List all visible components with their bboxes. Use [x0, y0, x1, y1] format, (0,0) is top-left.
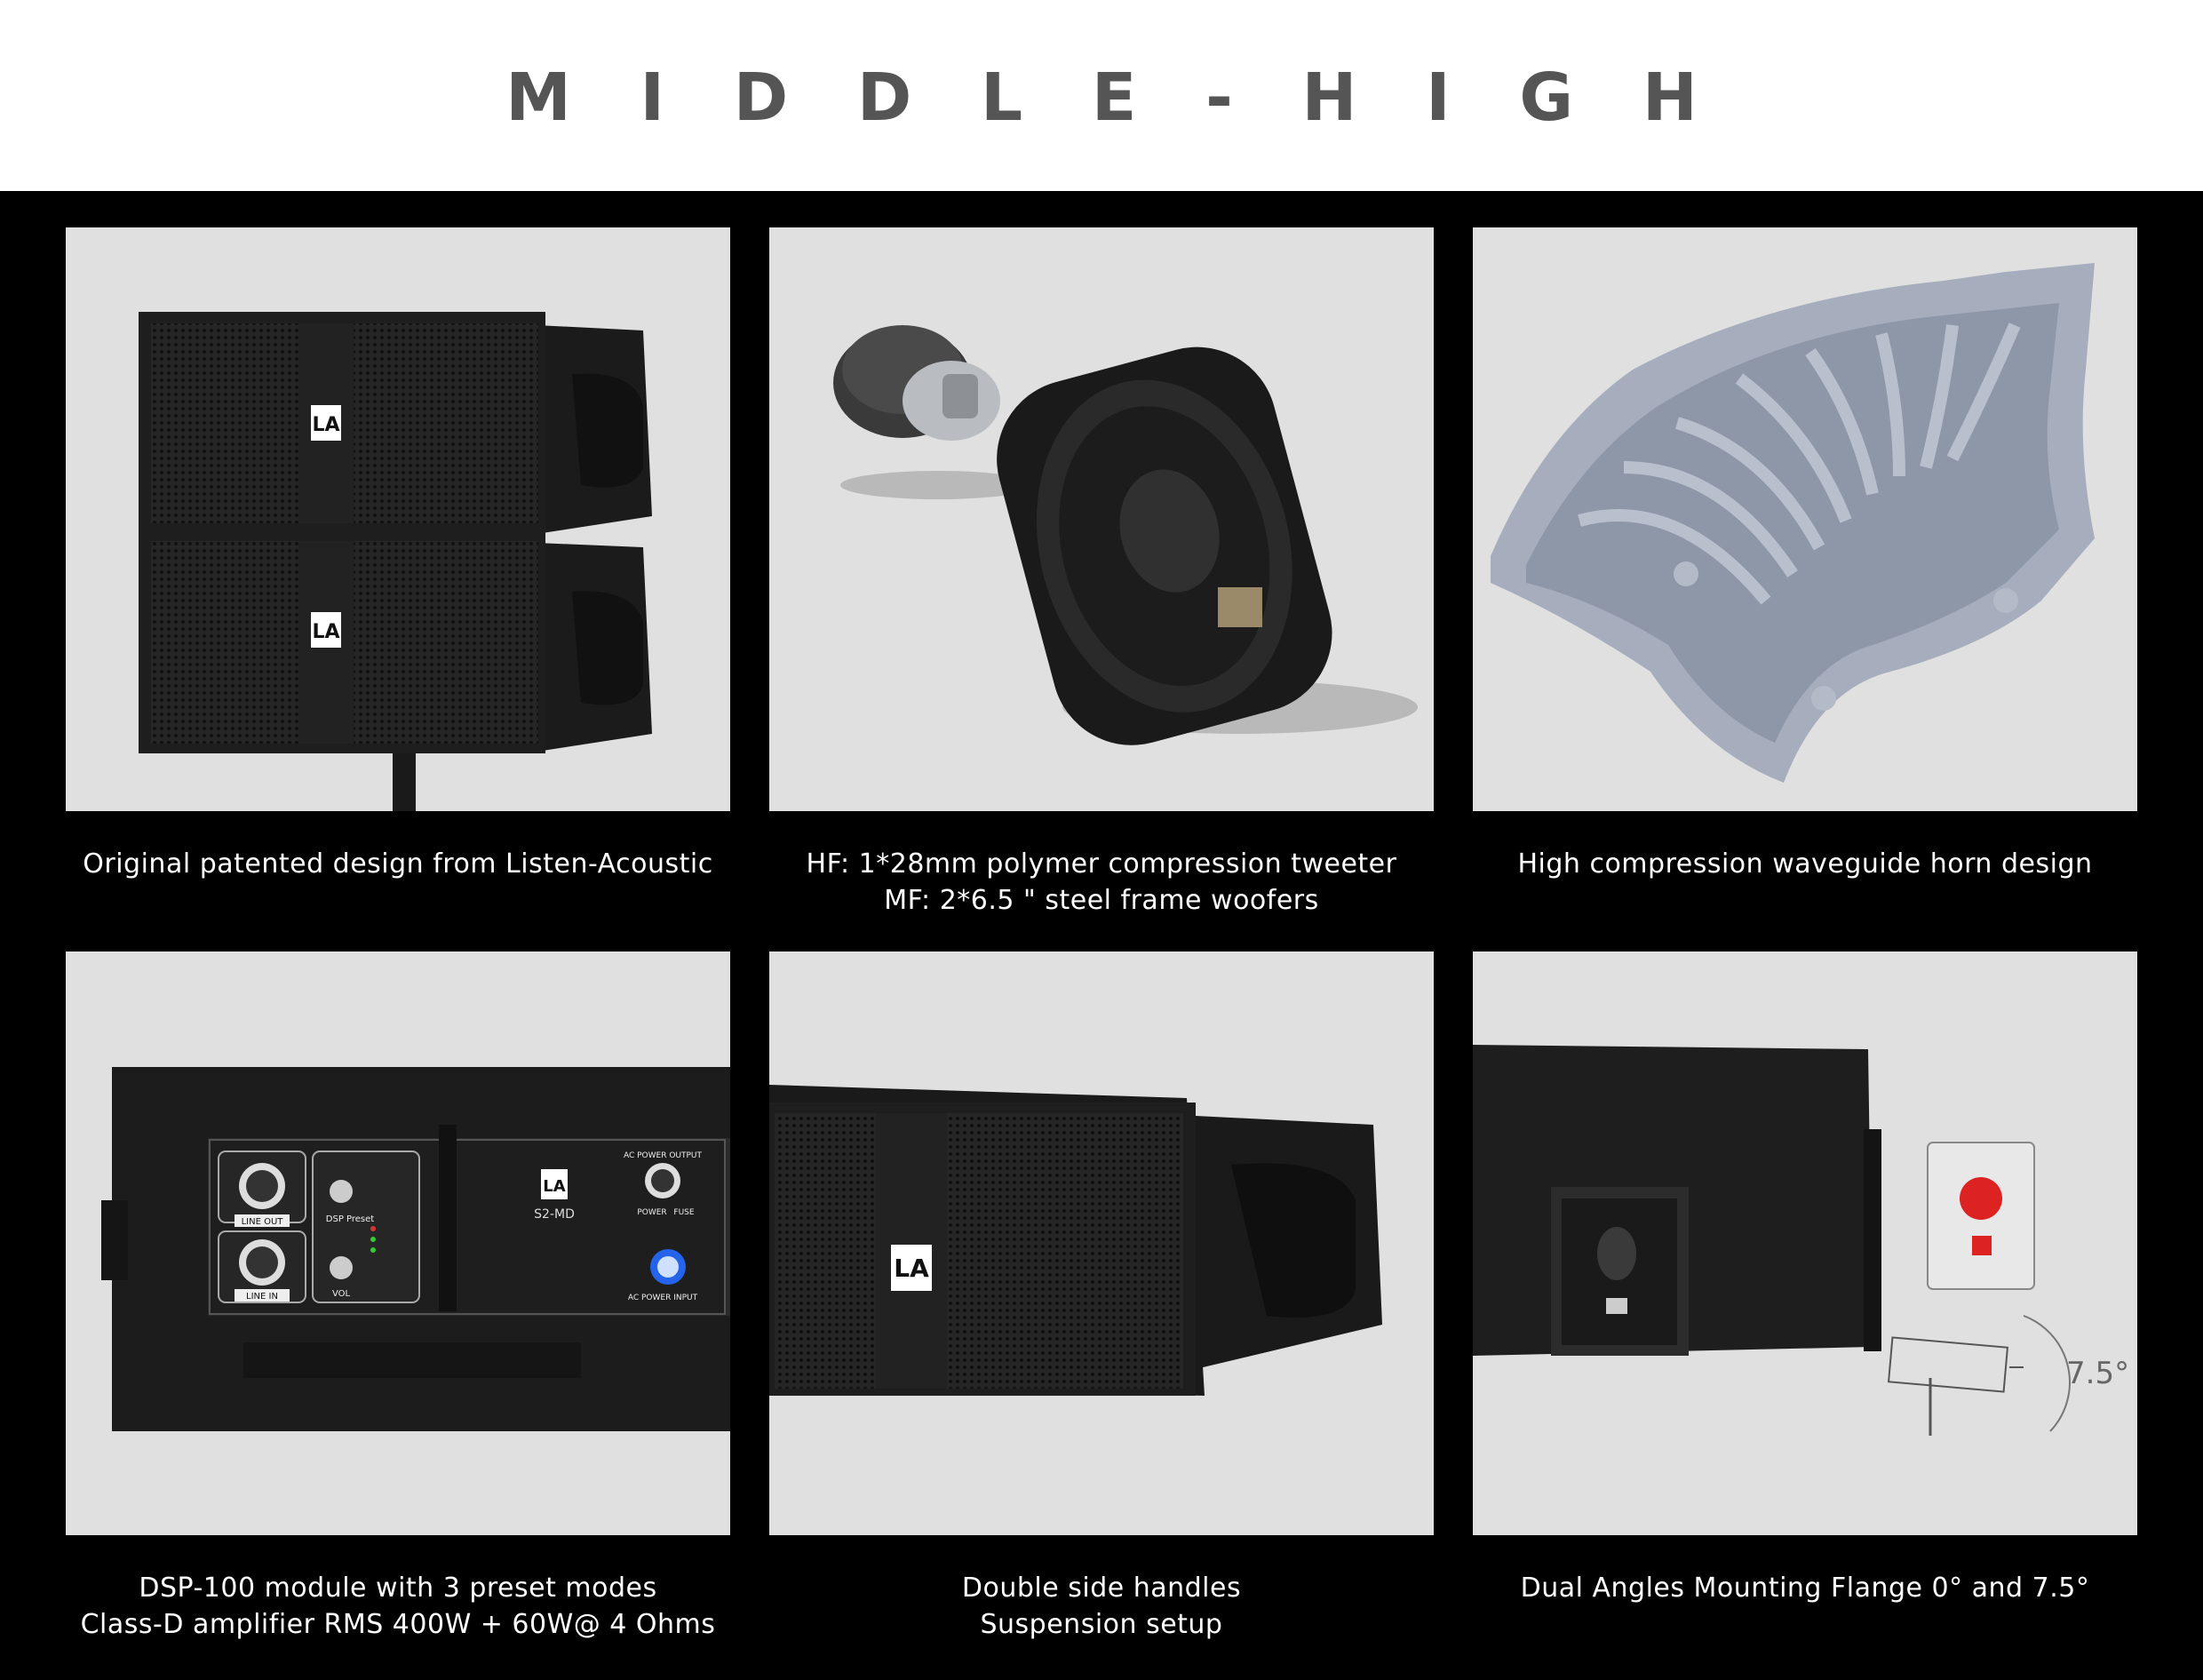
svg-text:VOL: VOL	[332, 1289, 351, 1299]
svg-text:LINE OUT: LINE OUT	[242, 1217, 284, 1227]
header: MIDDLE-HIGH	[0, 0, 2203, 191]
page-title: MIDDLE-HIGH	[505, 60, 1767, 136]
svg-text:AC POWER OUTPUT: AC POWER OUTPUT	[624, 1151, 703, 1160]
caption-design: Original patented design from Listen-Aco…	[83, 848, 713, 880]
svg-text:POWER: POWER	[637, 1208, 666, 1217]
svg-text:DSP Preset: DSP Preset	[326, 1214, 375, 1224]
svg-text:LA: LA	[894, 1254, 929, 1283]
feature-image-mounting-flange: 7.5°	[1473, 951, 2137, 1535]
svg-text:FUSE: FUSE	[673, 1208, 694, 1217]
svg-text:LA: LA	[543, 1177, 565, 1196]
caption-handle: Double side handles Suspension setup	[961, 1573, 1242, 1640]
feature-image-drivers	[769, 227, 1434, 811]
logo: LA	[312, 414, 339, 436]
angle-label: 7.5°	[2066, 1356, 2129, 1391]
caption-amplifier: DSP-100 module with 3 preset modes Class…	[80, 1573, 716, 1640]
svg-text:LINE IN: LINE IN	[246, 1292, 278, 1302]
feature-image-handle: LA	[769, 951, 1434, 1535]
feature-image-waveguide	[1473, 227, 2137, 811]
svg-text:AC POWER INPUT: AC POWER INPUT	[628, 1294, 698, 1302]
svg-text:S2-MD: S2-MD	[534, 1207, 575, 1222]
svg-text:LA: LA	[312, 621, 339, 643]
caption-flange: Dual Angles Mounting Flange 0° and 7.5°	[1520, 1573, 2090, 1604]
feature-image-amplifier: LINE OUT LINE IN DSP Preset VOL LA S2-MD…	[66, 951, 730, 1535]
caption-waveguide: High compression waveguide horn design	[1517, 848, 2093, 880]
caption-drivers: HF: 1*28mm polymer compression tweeter M…	[806, 848, 1397, 916]
feature-image-stacked-speakers: LA LA	[66, 227, 730, 811]
